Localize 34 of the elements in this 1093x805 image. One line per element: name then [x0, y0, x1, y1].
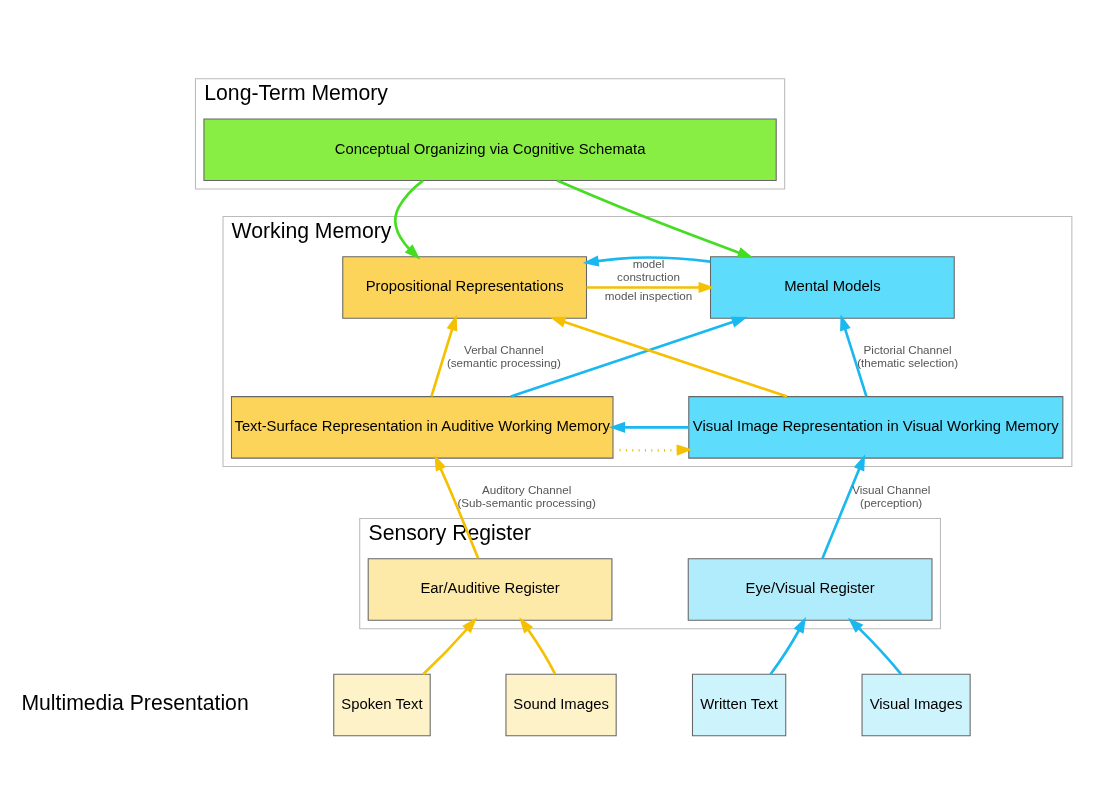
arrow: [430, 314, 458, 397]
edge-label: Visual Channel (perception): [852, 482, 931, 509]
edge-label: Auditory Channel (Sub-semantic processing): [457, 482, 596, 509]
arrow: [556, 178, 754, 258]
arrow: [586, 281, 715, 293]
node-box: Conceptual Organizing via Cognitive Schemata: [203, 117, 777, 181]
node-box: Visual Images: [861, 673, 971, 736]
node-box: Eye/Visual Register: [687, 557, 933, 621]
node-box: Ear/Auditive Register: [367, 557, 613, 621]
node-box: Visual Image Representation in Visual Working Memory: [688, 395, 1064, 459]
node-box: Mental Models: [709, 255, 955, 319]
node-box: Spoken Text: [333, 673, 431, 736]
node-box: Propositional Representations: [342, 255, 588, 319]
edge-label: Pictorial Channel (thematic selection): [857, 342, 959, 369]
node-box: Text-Surface Representation in Auditive Working Memory: [230, 395, 614, 459]
arrow: [582, 254, 711, 266]
node-box: Sound Images: [505, 673, 617, 736]
arrow: [609, 421, 689, 433]
arrow: [394, 179, 424, 259]
node-box: Written Text: [691, 673, 787, 736]
arrow: [840, 314, 868, 397]
arrow: [848, 617, 903, 675]
arrow: [613, 444, 693, 456]
edge-label: model construction: [617, 256, 680, 283]
edge-label: model inspection: [604, 288, 693, 302]
arrow: [769, 616, 806, 675]
label: Multimedia Presentation: [21, 690, 249, 714]
arrow: [821, 454, 866, 559]
arrow: [549, 316, 788, 398]
edge-label: Verbal Channel (semantic processing): [446, 342, 561, 369]
arrow: [434, 454, 480, 559]
arrow: [422, 617, 477, 675]
arrow: [519, 616, 557, 675]
arrow: [510, 316, 748, 398]
